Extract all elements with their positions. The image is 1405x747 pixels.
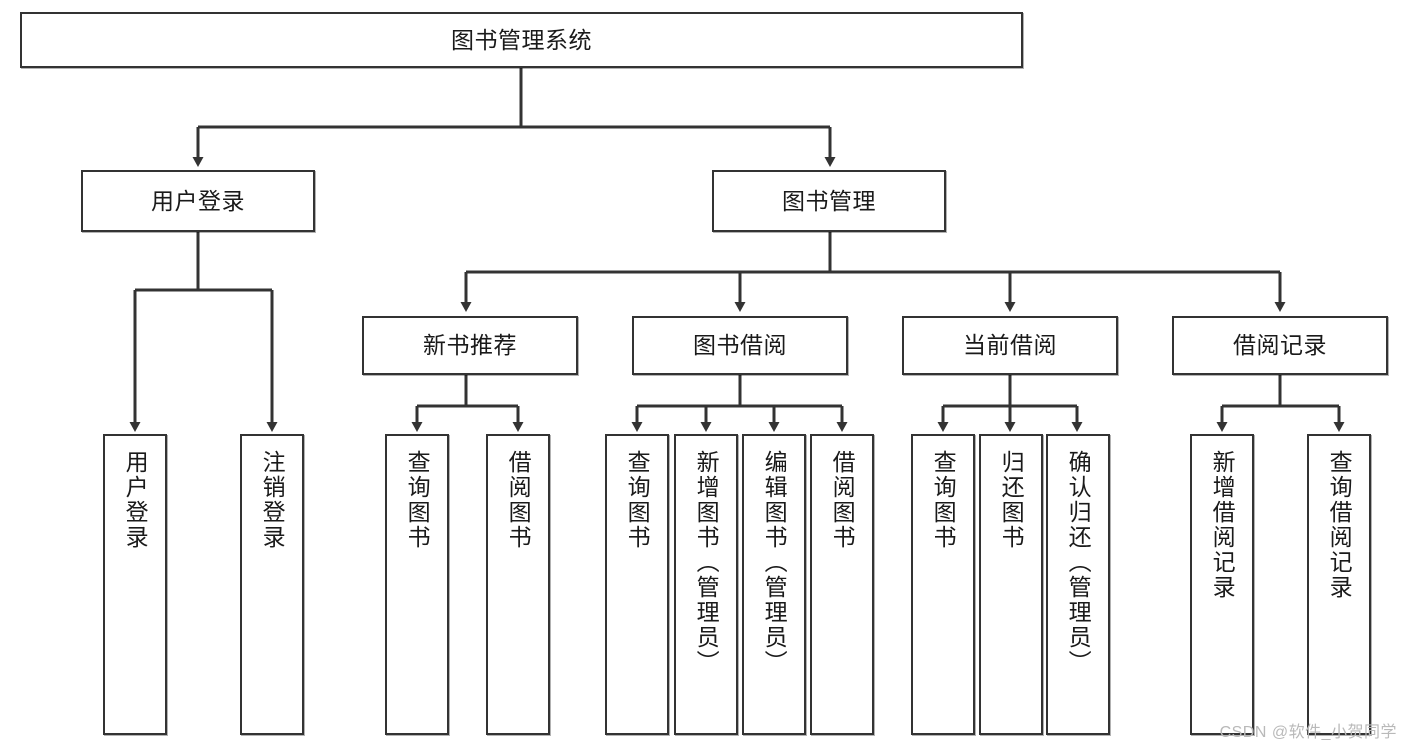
leaf-confirm-return-admin-label: 确认归还（管理员）	[1065, 450, 1092, 675]
node-current-borrow-label: 当前借阅	[963, 332, 1057, 359]
leaf-borrow-book[interactable]: 借阅图书	[810, 434, 874, 735]
node-borrow-records-label: 借阅记录	[1233, 332, 1327, 359]
node-user-login[interactable]: 用户登录	[81, 170, 315, 232]
node-new-book-recommend[interactable]: 新书推荐	[362, 316, 578, 375]
node-new-book-recommend-label: 新书推荐	[423, 332, 517, 359]
leaf-user-login-label: 用户登录	[122, 450, 149, 550]
leaf-return-book[interactable]: 归还图书	[979, 434, 1043, 735]
node-user-login-label: 用户登录	[151, 187, 245, 214]
leaf-logout[interactable]: 注销登录	[240, 434, 304, 735]
leaf-query-book-borrow-label: 查询图书	[624, 450, 651, 550]
leaf-query-book-newbook-label: 查询图书	[404, 450, 431, 550]
node-root-label: 图书管理系统	[451, 26, 592, 53]
node-book-borrow[interactable]: 图书借阅	[632, 316, 848, 375]
leaf-borrow-book-newbook[interactable]: 借阅图书	[486, 434, 550, 735]
leaf-query-borrow-record-label: 查询借阅记录	[1326, 450, 1353, 600]
leaf-add-book-admin[interactable]: 新增图书（管理员）	[674, 434, 738, 735]
leaf-edit-book-admin[interactable]: 编辑图书（管理员）	[742, 434, 806, 735]
leaf-query-borrow-record[interactable]: 查询借阅记录	[1307, 434, 1371, 735]
leaf-query-book-newbook[interactable]: 查询图书	[385, 434, 449, 735]
csdn-watermark: CSDN @软件_小贺同学	[1219, 724, 1397, 741]
node-book-management[interactable]: 图书管理	[712, 170, 946, 232]
leaf-edit-book-admin-label: 编辑图书（管理员）	[761, 450, 788, 675]
node-book-management-label: 图书管理	[782, 187, 876, 214]
leaf-user-login[interactable]: 用户登录	[103, 434, 167, 735]
node-current-borrow[interactable]: 当前借阅	[902, 316, 1118, 375]
node-root[interactable]: 图书管理系统	[20, 12, 1023, 68]
leaf-add-borrow-record[interactable]: 新增借阅记录	[1190, 434, 1254, 735]
node-borrow-records[interactable]: 借阅记录	[1172, 316, 1388, 375]
leaf-add-book-admin-label: 新增图书（管理员）	[693, 450, 720, 675]
leaf-confirm-return-admin[interactable]: 确认归还（管理员）	[1046, 434, 1110, 735]
leaf-query-book-current[interactable]: 查询图书	[911, 434, 975, 735]
leaf-query-book-current-label: 查询图书	[930, 450, 957, 550]
leaf-return-book-label: 归还图书	[998, 450, 1025, 550]
leaf-add-borrow-record-label: 新增借阅记录	[1209, 450, 1236, 600]
leaf-borrow-book-newbook-label: 借阅图书	[505, 450, 532, 550]
leaf-borrow-book-label: 借阅图书	[829, 450, 856, 550]
leaf-query-book-borrow[interactable]: 查询图书	[605, 434, 669, 735]
leaf-logout-label: 注销登录	[259, 450, 286, 550]
node-book-borrow-label: 图书借阅	[693, 332, 787, 359]
